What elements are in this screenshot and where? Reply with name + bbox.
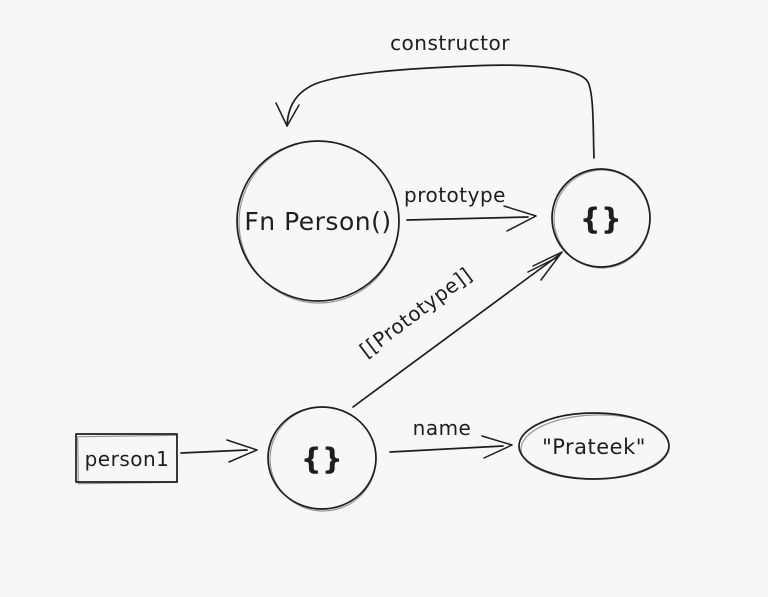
person1-ref-arrow-line[interactable] bbox=[180, 449, 248, 454]
person1-ref-arrowhead-icon bbox=[226, 439, 258, 463]
prototype-arrow[interactable]: prototype bbox=[404, 183, 537, 232]
proto-link-arrowhead-icon bbox=[527, 251, 563, 281]
person1-obj-circle[interactable] bbox=[267, 406, 377, 510]
person1-obj-node[interactable]: {} bbox=[267, 403, 380, 514]
person1-rect-sketch bbox=[77, 434, 178, 485]
proto-link-arrow-line[interactable] bbox=[352, 254, 560, 408]
person1-label[interactable]: person1 bbox=[85, 447, 170, 471]
prototype-obj-label[interactable]: {} bbox=[580, 202, 622, 236]
name-arrow-label[interactable]: name bbox=[413, 416, 472, 440]
person1-obj-circle-sketch bbox=[269, 406, 377, 512]
name-arrowhead-icon bbox=[481, 435, 513, 459]
prototype-arrowhead-icon bbox=[503, 205, 537, 232]
person1-rect[interactable] bbox=[75, 433, 178, 483]
name-value-node[interactable]: "Prateek" bbox=[518, 412, 670, 481]
fn-person-circle[interactable] bbox=[236, 140, 400, 302]
person1-ref-arrow[interactable] bbox=[180, 439, 258, 463]
proto-link-arrow-label[interactable]: [[Prototype]] bbox=[355, 262, 477, 362]
proto-link-arrow[interactable]: [[Prototype]] bbox=[352, 251, 563, 408]
prototype-obj-node[interactable]: {} bbox=[551, 167, 654, 271]
prototype-arrow-label[interactable]: prototype bbox=[404, 183, 506, 207]
name-arrow-line[interactable] bbox=[389, 445, 504, 453]
person1-node[interactable]: person1 bbox=[75, 433, 178, 485]
prototype-obj-circle-sketch bbox=[553, 169, 651, 269]
fn-person-circle-sketch bbox=[238, 140, 400, 304]
prototype-arrow-line[interactable] bbox=[406, 216, 529, 221]
prateek-ellipse[interactable] bbox=[518, 412, 670, 480]
prototype-obj-circle[interactable] bbox=[551, 168, 651, 268]
prateek-label[interactable]: "Prateek" bbox=[542, 435, 646, 459]
constructor-arrow-label[interactable]: constructor bbox=[390, 31, 510, 55]
person1-obj-label[interactable]: {} bbox=[301, 442, 343, 476]
prateek-ellipse-sketch bbox=[520, 414, 670, 480]
name-arrow[interactable]: name bbox=[389, 416, 513, 459]
constructor-arrow[interactable]: constructor bbox=[275, 31, 595, 159]
constructor-arrowhead-icon bbox=[275, 102, 300, 127]
fn-person-node[interactable]: Fn Person() bbox=[235, 137, 403, 307]
fn-person-label[interactable]: Fn Person() bbox=[244, 207, 391, 236]
constructor-arrow-line[interactable] bbox=[286, 64, 595, 159]
